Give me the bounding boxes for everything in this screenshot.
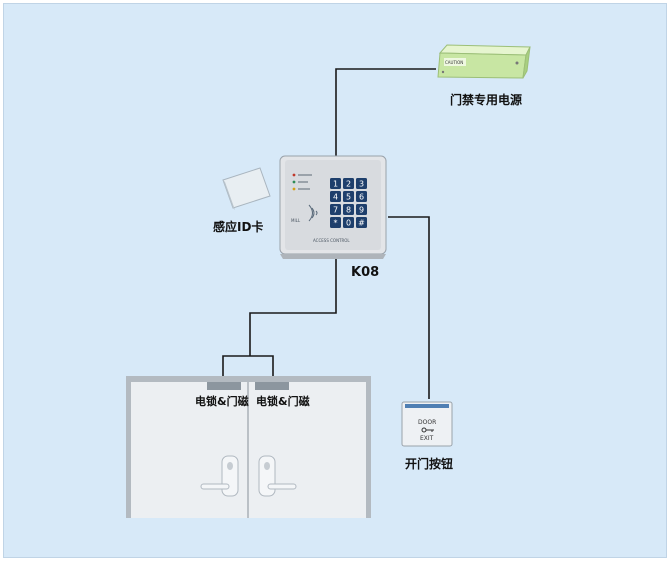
keypad-side-label: MILL — [291, 218, 301, 223]
keypad-key — [330, 217, 341, 228]
wire-power-to-controller — [335, 68, 436, 156]
double-door — [126, 376, 371, 518]
left-door-handle — [200, 455, 239, 497]
keypad-key — [330, 178, 341, 189]
exit-exit-text: EXIT — [420, 435, 434, 442]
keypad-key-label: # — [358, 219, 365, 228]
keypad-key — [343, 217, 354, 228]
right-lock-label: 电锁&门磁 — [256, 395, 310, 408]
rfid-icon — [308, 204, 318, 222]
keypad-key-label: 4 — [333, 193, 338, 202]
exit-button-label: 开门按钮 — [405, 457, 454, 471]
keypad-key-label: 9 — [359, 206, 364, 215]
keypad-key — [356, 217, 367, 228]
keypad-key-label: 7 — [333, 206, 338, 215]
left-lock-label: 电锁&门磁 — [195, 395, 249, 408]
psu-caution-text: CAUTION — [445, 60, 463, 65]
keypad-brand-label: ACCESS CONTROL — [313, 238, 350, 243]
keypad-key-label: 1 — [333, 180, 338, 189]
wire-controller-to-locks — [222, 259, 337, 389]
keypad-key — [356, 178, 367, 189]
status-leds — [292, 173, 312, 191]
right-door-handle — [258, 455, 297, 497]
keypad-key — [343, 191, 354, 202]
power-supply-label: 门禁专用电源 — [450, 93, 523, 107]
wire-controller-to-exit-button — [388, 216, 430, 399]
keypad-key — [343, 178, 354, 189]
keypad-key — [330, 204, 341, 215]
keypad-key — [343, 204, 354, 215]
power-supply: CAUTION — [437, 44, 531, 79]
keypad-key — [356, 191, 367, 202]
keypad-key-label: 0 — [346, 219, 351, 228]
keypad-key-label: 6 — [359, 193, 364, 202]
keypad-key-label: 3 — [359, 180, 364, 189]
id-card-label: 感应ID卡 — [213, 220, 264, 234]
keypad-key — [356, 204, 367, 215]
wires — [222, 68, 436, 399]
id-card — [222, 167, 271, 210]
exit-button-device: DOOR EXIT — [401, 401, 453, 447]
exit-door-text: DOOR — [418, 419, 436, 426]
keypad-key-label: 2 — [346, 180, 351, 189]
keypad-key-label: 5 — [346, 193, 351, 202]
keypad-key — [330, 191, 341, 202]
model-label: K08 — [351, 265, 380, 280]
keypad-key-label: * — [334, 219, 338, 228]
key-icon — [421, 427, 434, 433]
keypad-key-label: 8 — [346, 206, 351, 215]
